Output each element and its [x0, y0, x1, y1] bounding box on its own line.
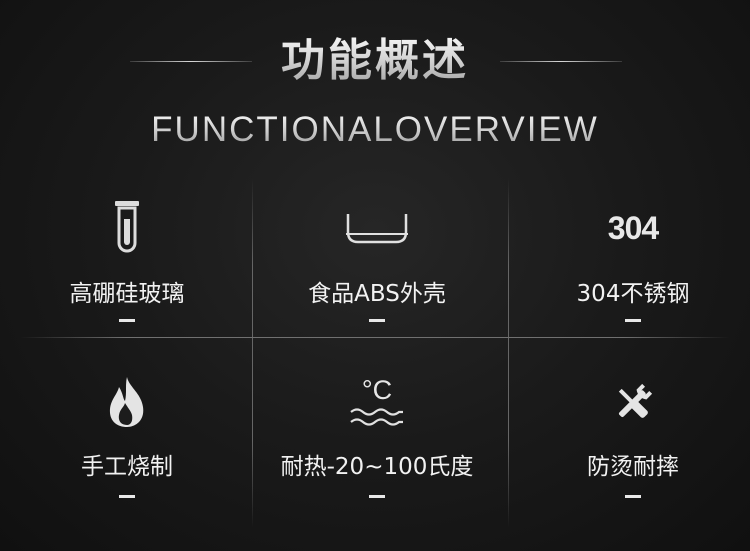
water-waves-icon — [350, 408, 403, 426]
feature-label: 高硼硅玻璃 — [69, 281, 185, 307]
grid-divider-vertical-2 — [508, 178, 509, 528]
feature-dash — [369, 319, 385, 322]
feature-dash — [119, 495, 135, 498]
feature-dash — [369, 495, 385, 498]
feature-item-304-stainless-steel: 304 304不锈钢 — [506, 178, 750, 343]
grid-divider-vertical-1 — [252, 178, 253, 528]
feature-item-anti-scald-durable: 防烫耐摔 — [506, 356, 750, 521]
title-divider-left — [130, 61, 252, 62]
page-title: 功能概述 — [250, 30, 500, 92]
feature-grid: 高硼硅玻璃 食品ABS外壳 304 304不锈钢 — [0, 178, 750, 551]
container-tray-icon — [250, 206, 504, 250]
number-304-icon: 304 — [506, 206, 750, 250]
number-304-text: 304 — [607, 209, 659, 246]
wrench-screwdriver-icon — [506, 378, 750, 428]
test-tube-icon — [0, 198, 254, 258]
feature-label: 防烫耐摔 — [587, 454, 679, 480]
feature-item-heat-resistant: °C 耐热-20~100氏度 — [250, 356, 504, 521]
feature-label: 手工烧制 — [81, 454, 173, 480]
celsius-text: °C — [361, 375, 393, 405]
title-divider-right — [500, 61, 622, 62]
feature-dash — [119, 319, 135, 322]
feature-item-food-abs-shell: 食品ABS外壳 — [250, 178, 504, 343]
feature-item-borosilicate-glass: 高硼硅玻璃 — [0, 178, 254, 343]
feature-label: 耐热-20~100氏度 — [280, 454, 474, 480]
feature-item-handmade-fired: 手工烧制 — [0, 356, 254, 521]
feature-dash — [625, 319, 641, 322]
flame-icon — [0, 374, 254, 430]
grid-divider-horizontal — [20, 337, 730, 338]
feature-label: 304不锈钢 — [576, 281, 690, 307]
feature-label: 食品ABS外壳 — [308, 281, 446, 307]
page-subtitle: FUNCTIONALOVERVIEW — [0, 108, 750, 152]
title-row: 功能概述 — [0, 30, 750, 94]
celsius-water-icon: °C — [250, 372, 504, 432]
feature-dash — [625, 495, 641, 498]
